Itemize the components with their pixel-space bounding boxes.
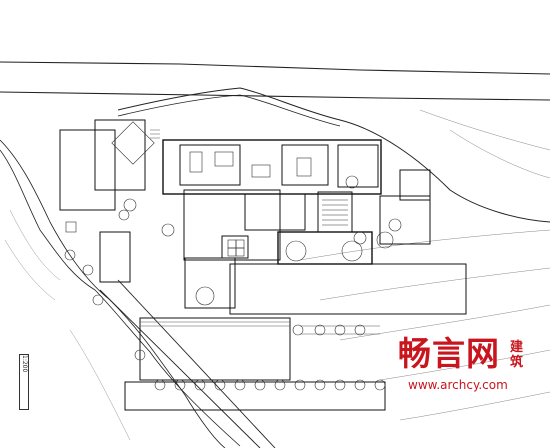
watermark-brand: 畅言网 <box>398 334 500 373</box>
scale-note: 1:200 <box>21 355 28 373</box>
site-boundary-lines <box>0 61 550 448</box>
hatch-rows <box>140 129 380 335</box>
tree-symbols <box>64 175 402 391</box>
interior-details <box>65 121 363 262</box>
building-outline <box>59 119 467 411</box>
watermark-brand-side: 建筑 <box>510 340 524 370</box>
drawing-title-block: 1:200 <box>19 354 29 410</box>
watermark-url: www.archcy.com <box>408 378 508 392</box>
